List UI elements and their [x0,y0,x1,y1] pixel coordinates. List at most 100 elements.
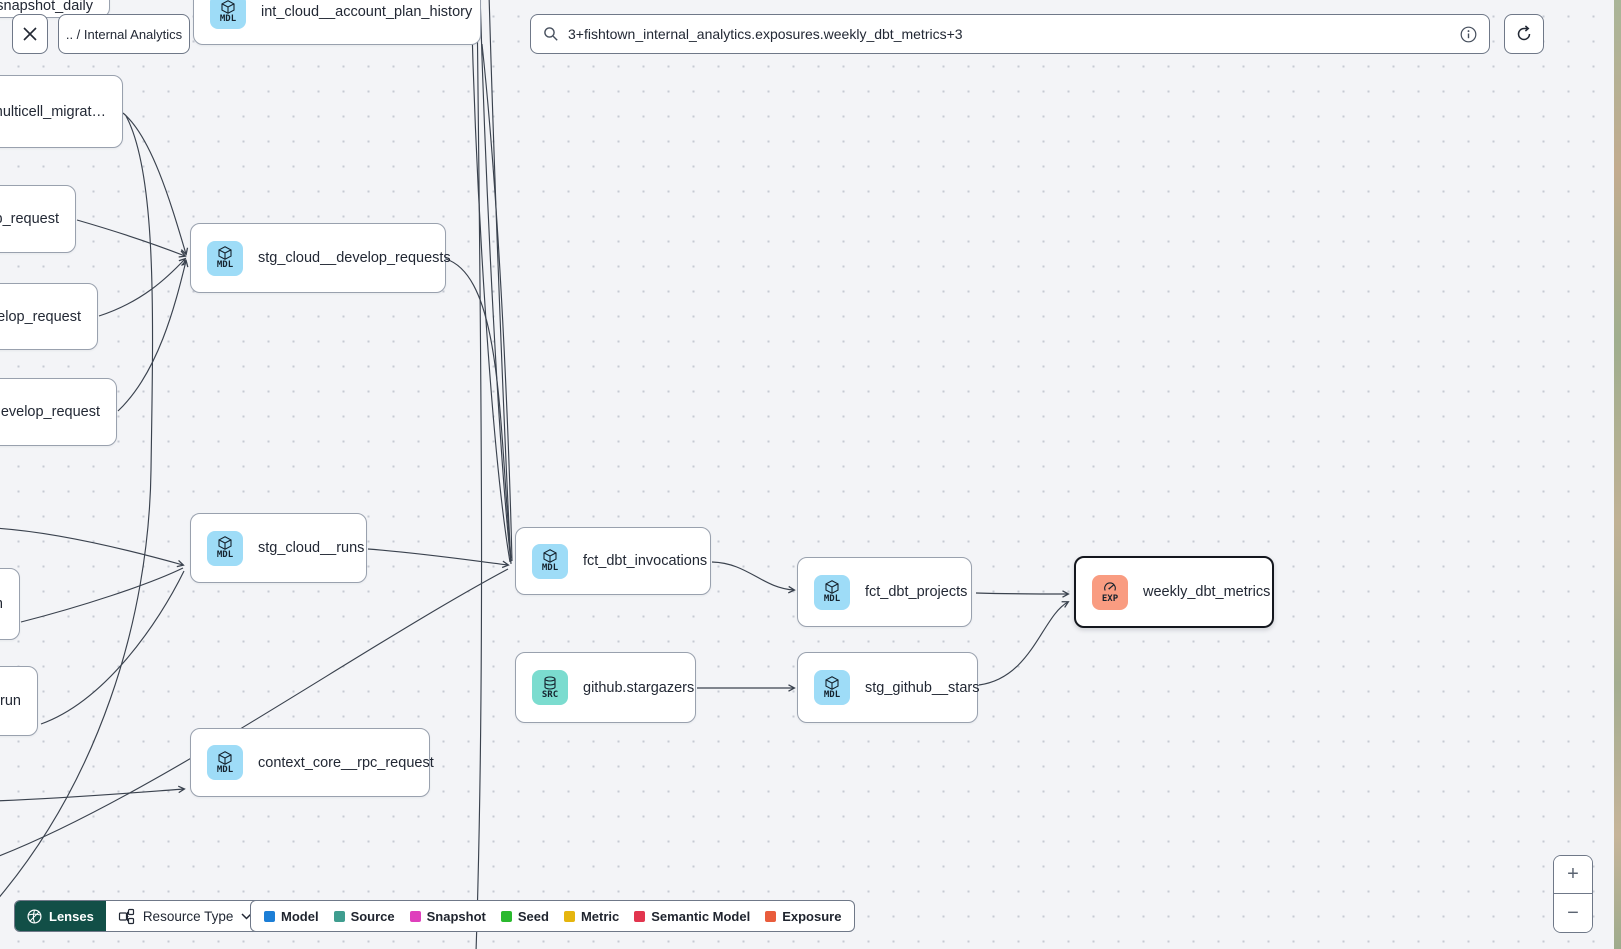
search-icon [544,27,558,41]
legend-item-seed: Seed [500,908,549,924]
zoom-out-icon: − [1567,901,1579,924]
legend-item-semantic-model: Semantic Model [634,909,750,924]
resource-type-label: Resource Type [142,908,234,924]
badge-label: MDL [219,13,237,24]
resource-badge-mdl: MDL [207,240,243,276]
zoom-in-icon: + [1567,863,1579,885]
node-context-core-rpc-request[interactable]: MDL context_core__rpc_request [190,728,434,797]
legend-swatch [333,910,345,922]
legend-item-model: Model [264,909,319,924]
node-develop-request[interactable]: develop_request [0,378,117,446]
node-label: fct_dbt_projects [865,584,968,600]
resource-badge-mdl: MDL [207,745,243,780]
edge-velop-request-to-stg-cloud-develop-requests [98,257,187,317]
resource-badge-mdl: MDL [814,670,850,705]
edge-offscreen-left-to-context-core [0,785,186,802]
edge-multicell-to-stg-cloud-develop-requests [122,112,189,256]
cube-icon [221,0,235,14]
badge-label: MDL [216,260,234,270]
edge-fct-to-fct-dbt-projects [711,561,796,594]
node-velop-request[interactable]: velop_request [0,283,98,350]
legend-swatch [563,910,575,922]
refresh-icon [1517,25,1531,41]
node-fct-dbt-projects[interactable]: MDL fct_dbt_projects [797,557,972,627]
zoom-in-button[interactable]: + [1554,856,1592,894]
legend-label: Model [281,908,319,924]
edge-n-node-to-stg-cloud-runs [20,567,184,623]
chevron-down-icon [241,912,252,920]
edge-multicell-steep-cross-down [0,115,154,898]
legend-label: Semantic Model [651,908,751,924]
desktop-wallpaper-sliver [1614,0,1621,949]
cube-icon [825,580,839,594]
node-run-node[interactable]: .run [0,666,38,736]
legend-label: Source [350,908,395,924]
gauge-icon [1104,582,1116,591]
badge-label: MDL [216,764,234,775]
edge-offscreen-top-through-bottom [475,0,483,949]
node-label: context_core__rpc_request [258,754,434,771]
zoom-out-button[interactable]: − [1554,894,1592,932]
legend-label: Exposure [782,908,842,924]
edge-develop-request-to-stg-cloud-develop-requests [117,259,189,412]
edge-stg-github-stars-to-weekly [978,601,1070,686]
legend-swatch [634,910,646,922]
close-button[interactable] [12,14,48,54]
edge-offscreen-top-to-fct-3 [488,0,512,565]
info-icon[interactable] [1460,26,1477,43]
node-n-node[interactable]: n [0,568,20,640]
edge-offscreen-left-diag-to-fct [0,568,509,857]
node-label: weekly_dbt_metrics [1143,584,1271,600]
node-label: multicell_migrat… [0,103,106,120]
search-input[interactable] [568,26,1451,42]
breadcrumb-label: .. / Internal Analytics [65,26,183,42]
node-label: snapshot_daily [0,0,93,14]
breadcrumb[interactable]: .. / Internal Analytics [58,14,190,54]
legend-label: Seed [517,908,549,924]
cube-icon [825,675,839,690]
legend-item-snapshot: Snapshot [409,908,486,924]
edge-offscreen-left-to-stg-cloud-runs [0,527,185,568]
lenses-button[interactable]: Lenses [15,901,106,931]
search-bar[interactable] [530,14,1490,54]
node-label: github.stargazers [583,679,695,696]
resource-type-legend: Model Source Snapshot Seed Metric Semantic Mo… [250,900,856,932]
legend-swatch [264,910,275,922]
legend-swatch [500,910,512,922]
legend-label: Metric [580,908,620,924]
node-snapshot-daily[interactable]: snapshot_daily [0,0,110,18]
edge-stg-cloud-develop-requests-to-fct [445,258,512,559]
resource-type-dropdown[interactable]: Resource Type [105,901,265,931]
node-weekly-dbt-metrics[interactable]: EXP weekly_dbt_metrics [1074,556,1274,628]
edge-offscreen-top-to-fct-1 [470,0,511,563]
edge-run-node-to-stg-cloud-runs [40,570,185,725]
badge-label: MDL [823,689,841,700]
badge-label: MDL [823,594,841,604]
node-int-cloud-account-plan-history[interactable]: MDL int_cloud__account_plan_history [193,0,481,45]
edge-int-cloud-to-fct [481,43,513,562]
node-label: velop_request [0,308,81,325]
node-github-stargazers[interactable]: SRC github.stargazers [515,652,696,723]
node-label: int_cloud__account_plan_history [261,3,473,20]
node-multicell-migrat[interactable]: multicell_migrat… [0,75,123,148]
edge-fct-dbt-projects-to-weekly [975,590,1070,598]
lenses-icon [27,908,42,924]
edge-p-request-to-stg-cloud-develop-requests [76,219,187,258]
edge-offscreen-top-to-fct-2 [479,0,512,564]
legend-item-exposure: Exposure [765,909,841,924]
refresh-button[interactable] [1504,14,1544,54]
cube-icon [543,549,557,563]
badge-label: EXP [1101,594,1119,604]
badge-label: MDL [216,550,234,560]
cube-icon [218,246,232,260]
node-p-request[interactable]: p_request [0,185,76,253]
legend-label: Snapshot [426,908,486,924]
resource-badge-src: SRC [532,670,568,705]
legend-item-metric: Metric [563,908,620,924]
node-label: develop_request [0,404,100,420]
